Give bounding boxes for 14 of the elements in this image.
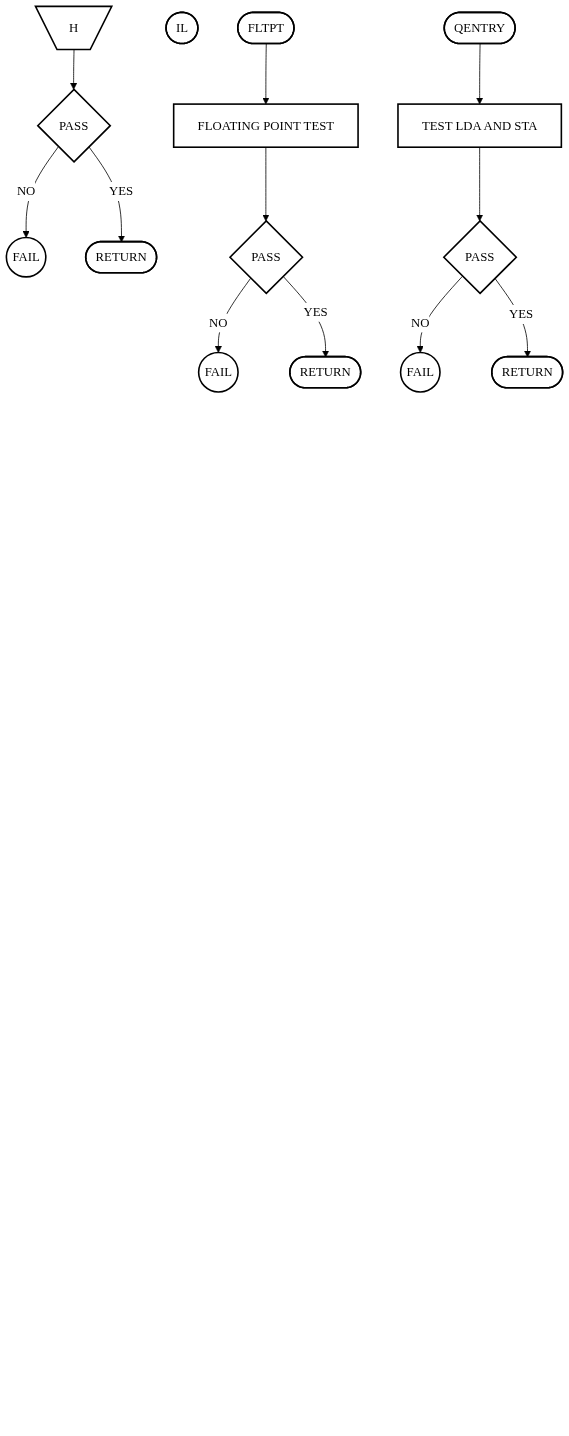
node-circle: FAIL bbox=[197, 351, 239, 393]
node-diamond: PASS bbox=[228, 219, 304, 295]
edge-label: NO bbox=[411, 315, 430, 330]
node-box: FLOATING POINT TEST bbox=[172, 103, 359, 148]
edge-label: YES bbox=[109, 184, 134, 198]
node-diamond: PASS bbox=[36, 88, 112, 163]
edge-label: YES bbox=[303, 305, 328, 319]
edge-label: YES bbox=[508, 307, 534, 321]
node-diamond: PASS bbox=[442, 219, 518, 295]
node-circle: FAIL bbox=[399, 351, 441, 393]
node-circle: FAIL bbox=[5, 236, 47, 278]
edge-label: NO bbox=[16, 184, 36, 198]
node-box: TEST LDA AND STA bbox=[397, 103, 563, 148]
edge-label: NO bbox=[209, 315, 228, 330]
